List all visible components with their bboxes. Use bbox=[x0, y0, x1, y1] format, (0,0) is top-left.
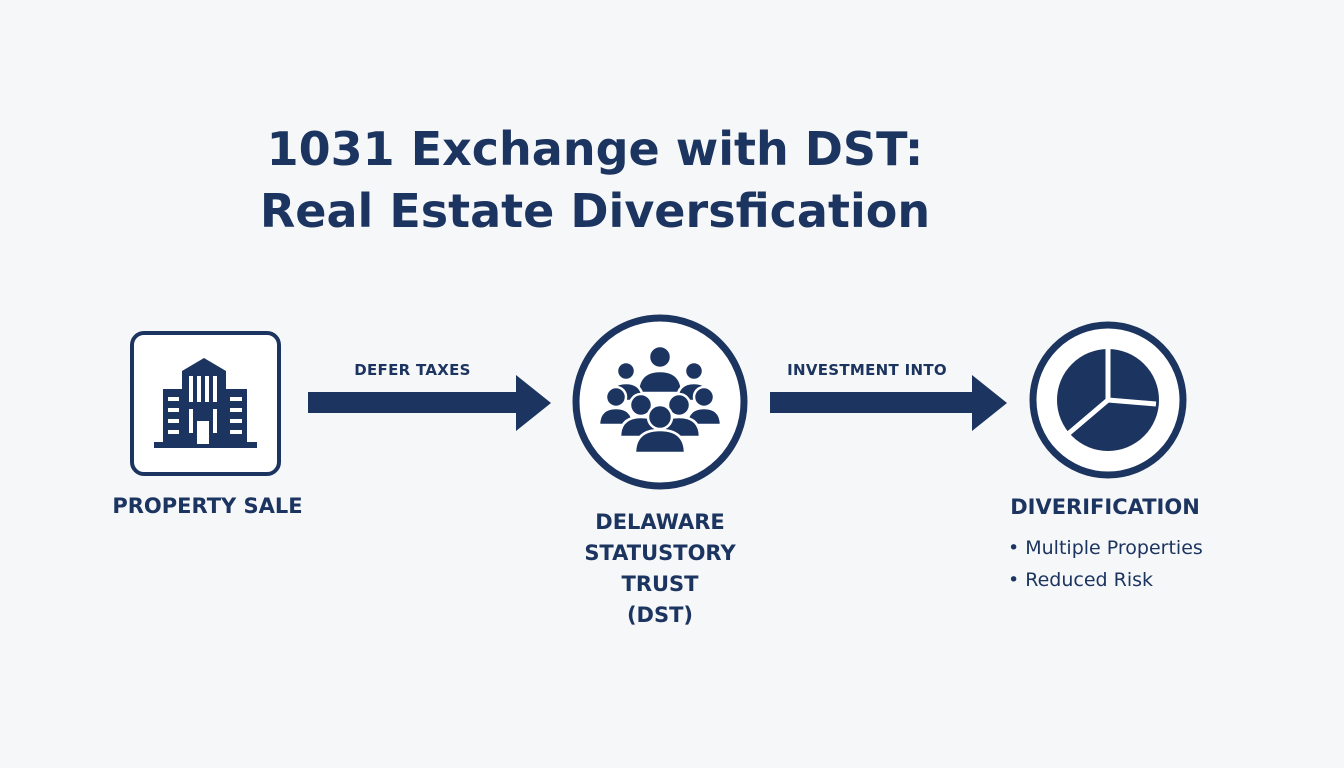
title-line-1: 1031 Exchange with DST: bbox=[266, 122, 924, 176]
building-icon bbox=[154, 358, 257, 448]
diagram-title: 1031 Exchange with DST: Real Estate Dive… bbox=[0, 118, 1190, 242]
arrow-right-icon bbox=[770, 375, 1007, 431]
list-item: Multiple Properties bbox=[1008, 534, 1203, 566]
list-item: Reduced Risk bbox=[1008, 566, 1203, 598]
dst-label: DELAWARE STATUSTORY TRUST (DST) bbox=[555, 507, 765, 631]
dst-label-line-4: (DST) bbox=[626, 603, 694, 627]
dst-node bbox=[572, 314, 748, 490]
diversification-bullets: Multiple Properties Reduced Risk bbox=[1008, 534, 1203, 598]
diversification-label: DIVERIFICATION bbox=[1010, 495, 1200, 519]
property-sale-node bbox=[130, 331, 281, 476]
people-group-icon bbox=[597, 344, 723, 455]
arrow-right-icon bbox=[308, 375, 551, 431]
pie-chart-icon bbox=[1057, 344, 1159, 451]
title-line-2: Real Estate Diversfication bbox=[259, 184, 931, 238]
property-sale-label: PROPERTY SALE bbox=[112, 494, 303, 518]
dst-label-line-2: STATUSTORY bbox=[584, 541, 736, 565]
dst-label-line-3: TRUST bbox=[621, 572, 699, 596]
dst-label-line-1: DELAWARE bbox=[595, 510, 725, 534]
defer-taxes-label: DEFER TAXES bbox=[354, 361, 471, 379]
diversification-node bbox=[1029, 321, 1187, 479]
investment-into-label: INVESTMENT INTO bbox=[787, 361, 947, 379]
